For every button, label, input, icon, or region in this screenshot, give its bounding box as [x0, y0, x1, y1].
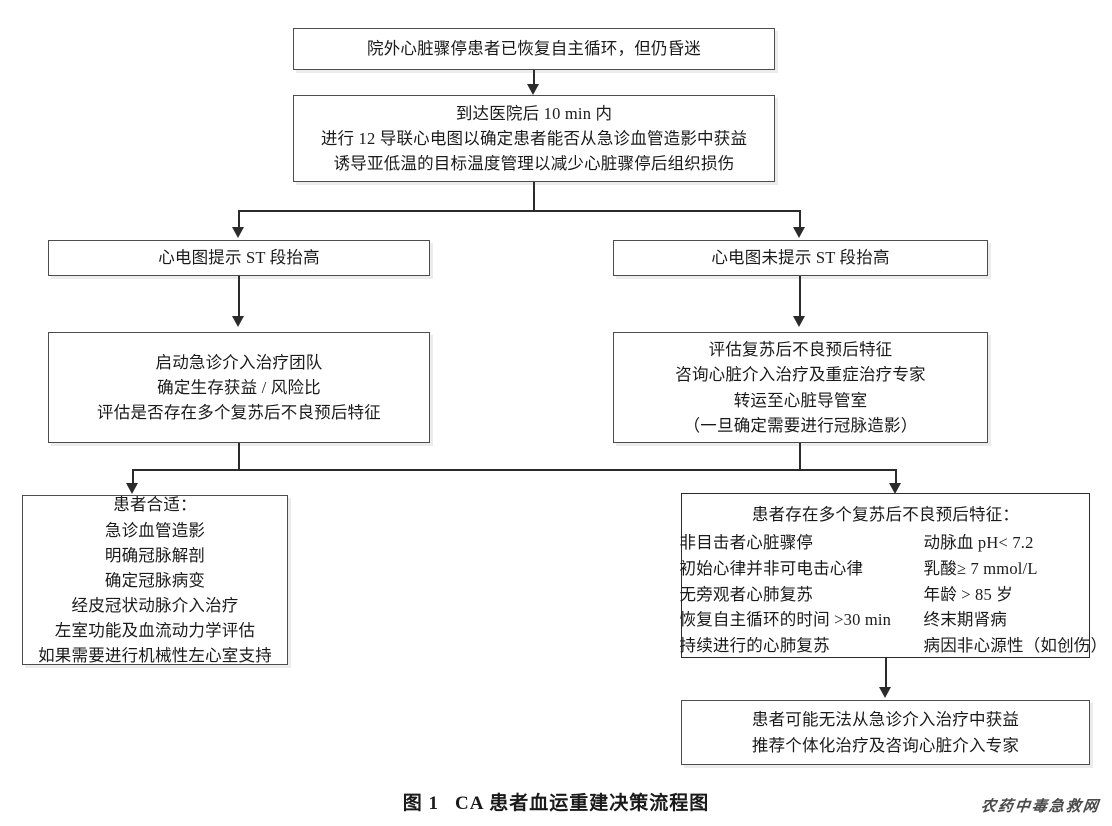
node-no-st-pathway-line-2: 咨询心脏介入治疗及重症治疗专家 [675, 365, 926, 385]
poor-prognosis-left-item-2: 初始心律并非可电击心律 [679, 558, 864, 578]
watermark: 农药中毒急救网 [979, 797, 1101, 815]
node-st-pathway: 启动急诊介入治疗团队 确定生存获益 / 风险比 评估是否存在多个复苏后不良预后特… [48, 332, 430, 443]
node-no-st-elevation-line-1: 心电图未提示 ST 段抬高 [711, 248, 890, 268]
node-patient-suitable-line-2: 明确冠脉解剖 [104, 545, 206, 565]
node-no-st-elevation: 心电图未提示 ST 段抬高 [613, 240, 988, 276]
node-initial-assessment-line-3: 诱导亚低温的目标温度管理以减少心脏骤停后组织损伤 [333, 154, 735, 174]
node-initial-assessment-line-1: 到达医院后 10 min 内 [455, 103, 613, 123]
connector-assessment-stem [533, 182, 535, 211]
figure-caption-title: CA 患者血运重建决策流程图 [455, 793, 710, 814]
poor-prognosis-columns: 非目击者心脏骤停 初始心律并非可电击心律 无旁观者心肺复苏 恢复自主循环的时间 … [680, 530, 1108, 659]
poor-prognosis-right-item-2: 乳酸≥ 7 mmol/L [923, 558, 1038, 578]
arrowhead-merge-to-suitable [126, 483, 138, 494]
node-patient-suitable-line-5: 左室功能及血流动力学评估 [54, 621, 256, 641]
connector-assessment-to-nost [799, 210, 801, 229]
node-initial-assessment: 到达医院后 10 min 内 进行 12 导联心电图以确定患者能否从急诊血管造影… [293, 95, 775, 182]
arrowhead-assessment-to-nost [793, 227, 805, 238]
connector-st-pathway-stem [238, 443, 240, 470]
node-patient-suitable-line-4: 经皮冠状动脉介入治疗 [71, 596, 239, 616]
node-st-elevation-line-1: 心电图提示 ST 段抬高 [158, 248, 320, 268]
node-no-st-pathway: 评估复苏后不良预后特征 咨询心脏介入治疗及重症治疗专家 转运至心脏导管室 （一旦… [613, 332, 988, 443]
poor-prognosis-right-item-5: 病因非心源性（如创伤） [923, 636, 1108, 656]
poor-prognosis-right-item-1: 动脉血 pH< 7.2 [923, 533, 1034, 553]
connector-start-to-assessment [533, 70, 535, 86]
node-poor-prognosis-features: 患者存在多个复苏后不良预后特征： 非目击者心脏骤停 初始心律并非可电击心律 无旁… [680, 493, 1108, 659]
node-start-line-1: 院外心脏骤停患者已恢复自主循环，但仍昏迷 [367, 39, 701, 59]
node-st-elevation: 心电图提示 ST 段抬高 [48, 240, 430, 276]
node-st-pathway-line-3: 评估是否存在多个复苏后不良预后特征 [97, 403, 381, 423]
poor-prognosis-column-right: 动脉血 pH< 7.2 乳酸≥ 7 mmol/L 年龄 > 85 岁 终末期肾病… [923, 530, 1108, 659]
node-st-pathway-line-1: 启动急诊介入治疗团队 [155, 352, 323, 372]
arrowhead-merge-to-poor-prognosis [889, 483, 901, 494]
connector-merge-to-poor-prognosis [895, 469, 897, 485]
node-no-st-pathway-line-3: 转运至心脏导管室 [733, 390, 868, 410]
connector-outcome-merge-bar [132, 469, 896, 471]
poor-prognosis-left-item-4: 恢复自主循环的时间 >30 min [679, 610, 892, 630]
poor-prognosis-right-item-3: 年龄 > 85 岁 [923, 584, 1013, 604]
node-no-benefit-line-2: 推荐个体化治疗及咨询心脏介入专家 [751, 735, 1020, 755]
arrowhead-assessment-to-st [232, 227, 244, 238]
poor-prognosis-right-item-4: 终末期肾病 [923, 610, 1007, 630]
node-patient-suitable-line-6: 如果需要进行机械性左心室支持 [38, 646, 272, 666]
connector-merge-to-suitable [132, 469, 134, 485]
node-initial-assessment-line-2: 进行 12 导联心电图以确定患者能否从急诊血管造影中获益 [320, 128, 748, 148]
connector-nost-pathway-stem [799, 443, 801, 470]
arrowhead-nost-to-pathway [793, 316, 805, 327]
node-no-st-pathway-line-1: 评估复苏后不良预后特征 [708, 340, 893, 360]
node-start: 院外心脏骤停患者已恢复自主循环，但仍昏迷 [293, 28, 775, 70]
node-patient-suitable-line-1: 急诊血管造影 [104, 520, 206, 540]
poor-prognosis-left-item-1: 非目击者心脏骤停 [679, 533, 814, 553]
node-patient-suitable: 患者合适： 急诊血管造影 明确冠脉解剖 确定冠脉病变 经皮冠状动脉介入治疗 左室… [22, 495, 288, 665]
connector-poor-prognosis-to-no-benefit [885, 658, 887, 689]
arrowhead-start-to-assessment [527, 84, 539, 95]
poor-prognosis-column-left: 非目击者心脏骤停 初始心律并非可电击心律 无旁观者心肺复苏 恢复自主循环的时间 … [680, 530, 916, 659]
poor-prognosis-left-item-5: 持续进行的心肺复苏 [679, 636, 830, 656]
connector-nost-to-pathway [799, 276, 801, 318]
connector-assessment-to-st [238, 210, 240, 229]
arrowhead-poor-prognosis-to-no-benefit [879, 687, 891, 698]
figure-caption-label: 图 1 [402, 793, 440, 814]
connector-assessment-split-bar [238, 210, 800, 212]
figure-caption: 图 1 CA 患者血运重建决策流程图 [0, 788, 1112, 815]
node-patient-suitable-line-3: 确定冠脉病变 [104, 570, 206, 590]
node-no-benefit-line-1: 患者可能无法从急诊介入治疗中获益 [751, 710, 1020, 730]
poor-prognosis-left-item-3: 无旁观者心肺复苏 [679, 584, 814, 604]
node-patient-suitable-header: 患者合适： [113, 494, 197, 514]
node-st-pathway-line-2: 确定生存获益 / 风险比 [157, 377, 321, 397]
node-no-benefit: 患者可能无法从急诊介入治疗中获益 推荐个体化治疗及咨询心脏介入专家 [681, 700, 1090, 765]
node-poor-prognosis-header: 患者存在多个复苏后不良预后特征： [751, 505, 1020, 524]
arrowhead-st-to-pathway [232, 316, 244, 327]
node-no-st-pathway-line-4: （一旦确定需要进行冠脉造影） [683, 415, 918, 435]
connector-st-to-pathway [238, 276, 240, 318]
